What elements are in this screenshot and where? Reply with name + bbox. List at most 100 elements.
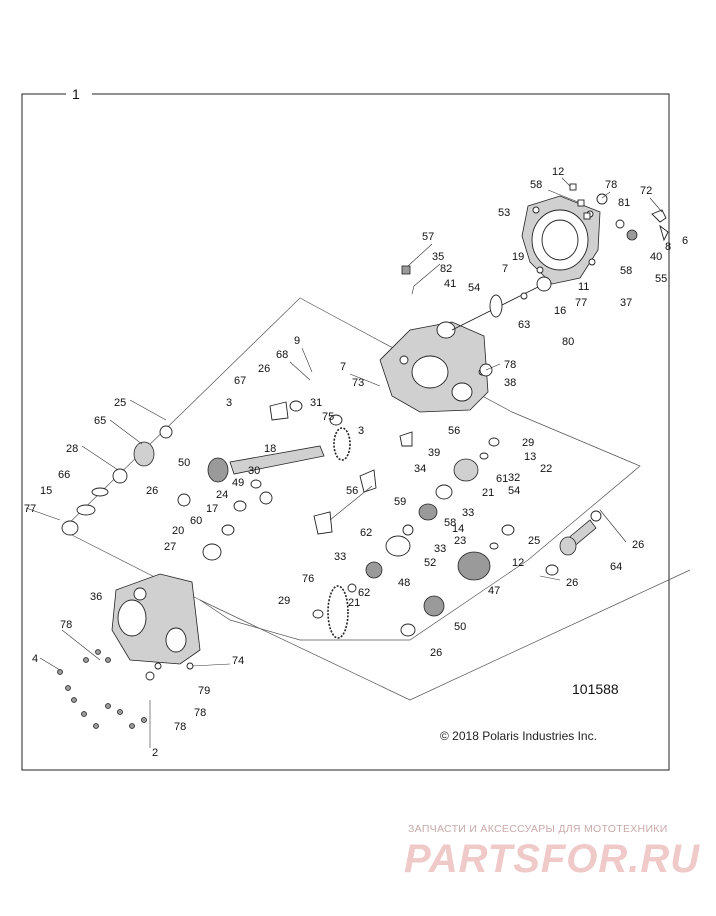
callout-58: 58 — [530, 179, 542, 191]
front-cover-housing — [111, 573, 201, 665]
callout-52: 54 — [508, 485, 520, 497]
callout-25: 25 — [528, 535, 540, 547]
callout-47: 49 — [232, 477, 244, 489]
callout-15: 15 — [40, 485, 52, 497]
frame-label-bg — [66, 86, 92, 102]
upper-shaft-parts — [401, 265, 552, 377]
callout-26: 26 — [146, 485, 158, 497]
callout-32: 31 — [310, 397, 322, 409]
rear-cover-housing — [521, 195, 601, 285]
callout-62: 62 — [360, 527, 372, 539]
callout-77: 77 — [24, 503, 36, 515]
callout-10: 9 — [294, 335, 300, 347]
callout-71: 73 — [352, 377, 364, 389]
main-gearcase-housing — [379, 321, 489, 413]
callout-60: 60 — [190, 515, 202, 527]
callout-21: 21 — [348, 597, 360, 609]
callout-12: 12 — [512, 557, 524, 569]
callout-72: 74 — [232, 655, 244, 667]
figure-number: 101588 — [572, 681, 619, 697]
callout-33: 32 — [508, 472, 520, 484]
callout-26: 26 — [430, 647, 442, 659]
callout-35: 33 — [334, 551, 346, 563]
callout-36: 33 — [462, 507, 474, 519]
callout-64: 63 — [518, 319, 530, 331]
shift-forks — [269, 401, 413, 535]
callout-53: 55 — [655, 273, 667, 285]
callout-34: 33 — [434, 543, 446, 555]
leader-lines — [25, 177, 663, 748]
callout-38: 35 — [432, 251, 444, 263]
callout-82: 82 — [440, 263, 452, 275]
callout-78: 78 — [194, 707, 206, 719]
callout-26: 26 — [632, 539, 644, 551]
shift-shaft-parts — [569, 183, 669, 242]
callout-13: 13 — [524, 451, 536, 463]
callout-46: 48 — [398, 577, 410, 589]
callout-80: 79 — [198, 685, 210, 697]
callout-69: 68 — [276, 349, 288, 361]
callout-68: 67 — [234, 375, 246, 387]
callout-45: 47 — [488, 585, 500, 597]
callout-57: 58 — [444, 517, 456, 529]
callout-40: 37 — [620, 297, 632, 309]
callout-79: 80 — [562, 336, 574, 348]
callout-26: 26 — [258, 363, 270, 375]
callout-54: 56 — [346, 485, 358, 497]
callout-16: 16 — [554, 305, 566, 317]
callout-63: 62 — [358, 587, 370, 599]
group-outline-lower — [199, 569, 691, 701]
callout-58: 58 — [620, 265, 632, 277]
copyright-notice: © 2018 Polaris Industries Inc. — [440, 729, 597, 743]
callout-26: 26 — [566, 577, 578, 589]
primary-shaft — [177, 400, 343, 561]
callout-78: 78 — [504, 359, 516, 371]
callout-9: 7 — [340, 361, 346, 373]
callout-49: 50 — [454, 621, 466, 633]
callout-44: 41 — [444, 278, 456, 290]
callout-51: 52 — [424, 557, 436, 569]
callout-65: 64 — [610, 561, 622, 573]
callout-67: 66 — [58, 469, 70, 481]
callout-14: 14 — [452, 523, 464, 535]
callout-29: 29 — [278, 595, 290, 607]
callout-50: 54 — [468, 282, 480, 294]
watermark-tagline: ЗАПЧАСТИ И АКСЕССУАРЫ ДЛЯ МОТОТЕХНИКИ — [408, 823, 668, 835]
callout-3: 3 — [358, 425, 364, 437]
callout-73: 75 — [322, 411, 334, 423]
callout-66: 65 — [94, 415, 106, 427]
callout-81: 81 — [618, 197, 630, 209]
callout-42: 39 — [428, 447, 440, 459]
callout-39: 36 — [90, 591, 102, 603]
assembly-frame — [21, 93, 670, 771]
callout-41: 38 — [504, 377, 516, 389]
callout-7: 7 — [502, 263, 508, 275]
center-gear-set — [347, 437, 515, 637]
callout-21: 21 — [482, 487, 494, 499]
callout-75: 77 — [575, 297, 587, 309]
callout-43: 40 — [650, 251, 662, 263]
callout-28: 28 — [66, 443, 78, 455]
callout-8: 8 — [665, 241, 671, 253]
callout-70: 72 — [640, 185, 652, 197]
assembly-number: 1 — [72, 86, 80, 102]
callout-27: 27 — [164, 541, 176, 553]
callout-24: 24 — [216, 489, 228, 501]
callout-61: 61 — [496, 473, 508, 485]
callout-48: 50 — [178, 457, 190, 469]
callout-25: 25 — [114, 397, 126, 409]
callout-5: 12 — [552, 166, 564, 178]
callout-55: 57 — [422, 231, 434, 243]
callout-18: 18 — [264, 443, 276, 455]
output-shaft-left — [61, 425, 173, 536]
callout-76: 78 — [174, 721, 186, 733]
callout-30: 29 — [522, 437, 534, 449]
drive-belts — [312, 427, 351, 639]
callout-22: 22 — [540, 463, 552, 475]
callout-56: 56 — [448, 425, 460, 437]
watermark-brand: PARTSFOR.RU — [404, 837, 700, 881]
callout-78: 78 — [60, 619, 72, 631]
callout-20: 20 — [172, 525, 184, 537]
front-cover-bolts — [57, 649, 194, 729]
